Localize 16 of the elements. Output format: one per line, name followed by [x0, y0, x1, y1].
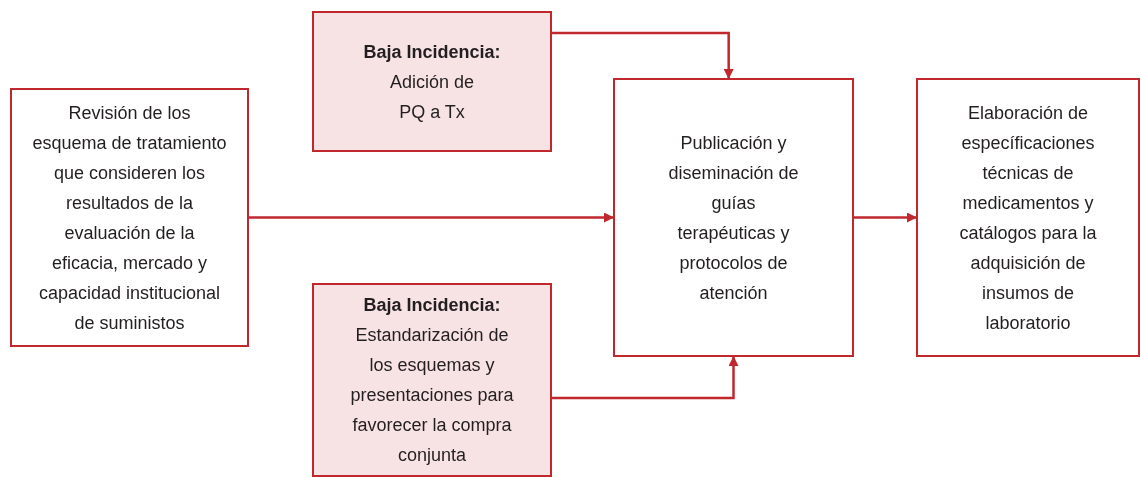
highlight-box — [312, 283, 552, 477]
process-box — [613, 78, 854, 357]
process-box — [10, 88, 249, 347]
arrow — [552, 31, 734, 79]
box-text: Adición de PQ a Tx — [388, 70, 476, 124]
box-text: Elaboración de específicaciones técnicas de medicamentos y catálogos para la adquisición de insumos de laboratorio — [958, 101, 1098, 335]
box-text: Revisión de los esquema de tratamiento que consideren los resultados de la evaluación de la eficacia, mercado y capacidad institucional de suministos — [31, 101, 228, 335]
arrow — [249, 212, 614, 223]
box-heading: Baja Incidencia: — [363, 294, 501, 317]
highlight-box — [312, 11, 552, 152]
process-box — [916, 78, 1140, 357]
box-text: Publicación y diseminación de guías terapéuticas y protocolos de atención — [667, 131, 800, 305]
box-heading: Baja Incidencia: — [363, 40, 501, 64]
arrow — [552, 356, 739, 400]
arrow — [854, 212, 917, 223]
box-text: Estandarización de los esquemas y presentaciones para favorecer la compra conjunta — [349, 324, 515, 467]
